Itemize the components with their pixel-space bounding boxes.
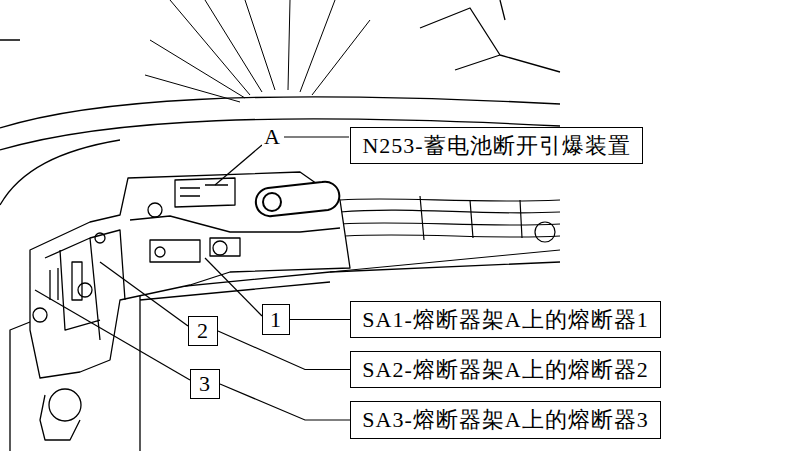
bolt bbox=[33, 308, 47, 322]
igniter bbox=[180, 185, 228, 196]
fuse-holder bbox=[130, 216, 340, 232]
part-letter: A bbox=[262, 126, 282, 148]
connector-line bbox=[218, 331, 350, 370]
callout-number: 1 bbox=[262, 304, 290, 335]
fuse bbox=[150, 238, 240, 262]
callout-text: 1 bbox=[270, 309, 282, 331]
fuse-holder bbox=[30, 172, 350, 378]
callout-text: 2 bbox=[197, 320, 209, 342]
fuse bbox=[50, 262, 82, 300]
bolt bbox=[155, 247, 165, 257]
connector-line bbox=[290, 319, 350, 320]
callout-text: 3 bbox=[199, 373, 211, 395]
bay-edge bbox=[0, 140, 120, 205]
bolt bbox=[78, 283, 92, 297]
bay-edge bbox=[0, 0, 505, 40]
label-box: SA2-熔断器架A上的熔断器2 bbox=[350, 351, 661, 388]
leader-connector bbox=[220, 384, 350, 420]
bolt bbox=[148, 203, 162, 217]
terminal bbox=[49, 389, 81, 421]
wire-harness bbox=[340, 196, 560, 242]
label-box: SA3-熔断器架A上的熔断器3 bbox=[350, 401, 661, 439]
connector-line bbox=[220, 384, 350, 420]
bracket bbox=[420, 8, 560, 72]
fan-lines bbox=[145, 0, 370, 102]
label-box: SA1-熔断器架A上的熔断器1 bbox=[350, 301, 661, 338]
label-text: N253-蓄电池断开引爆装置 bbox=[362, 135, 630, 157]
label-text: SA2-熔断器架A上的熔断器2 bbox=[362, 359, 648, 381]
battery-case bbox=[140, 282, 330, 451]
igniter-plug bbox=[256, 182, 339, 216]
fuse-holder bbox=[45, 230, 125, 340]
bolt bbox=[213, 241, 227, 255]
label-text: SA1-熔断器架A上的熔断器1 bbox=[362, 309, 648, 331]
label-box: N253-蓄电池断开引爆装置 bbox=[350, 127, 643, 164]
igniter-plug bbox=[263, 193, 281, 211]
bay-edge bbox=[0, 97, 560, 128]
label-text: SA3-熔断器架A上的熔断器3 bbox=[362, 409, 648, 431]
leader-connector bbox=[290, 319, 350, 320]
callout-number: 2 bbox=[188, 316, 218, 346]
battery-case bbox=[330, 250, 560, 272]
terminal bbox=[40, 395, 80, 440]
igniter bbox=[175, 178, 235, 207]
bolt bbox=[95, 233, 105, 243]
callout-number: 3 bbox=[190, 369, 220, 399]
leader-line bbox=[35, 137, 349, 380]
leader-connector bbox=[218, 331, 350, 370]
